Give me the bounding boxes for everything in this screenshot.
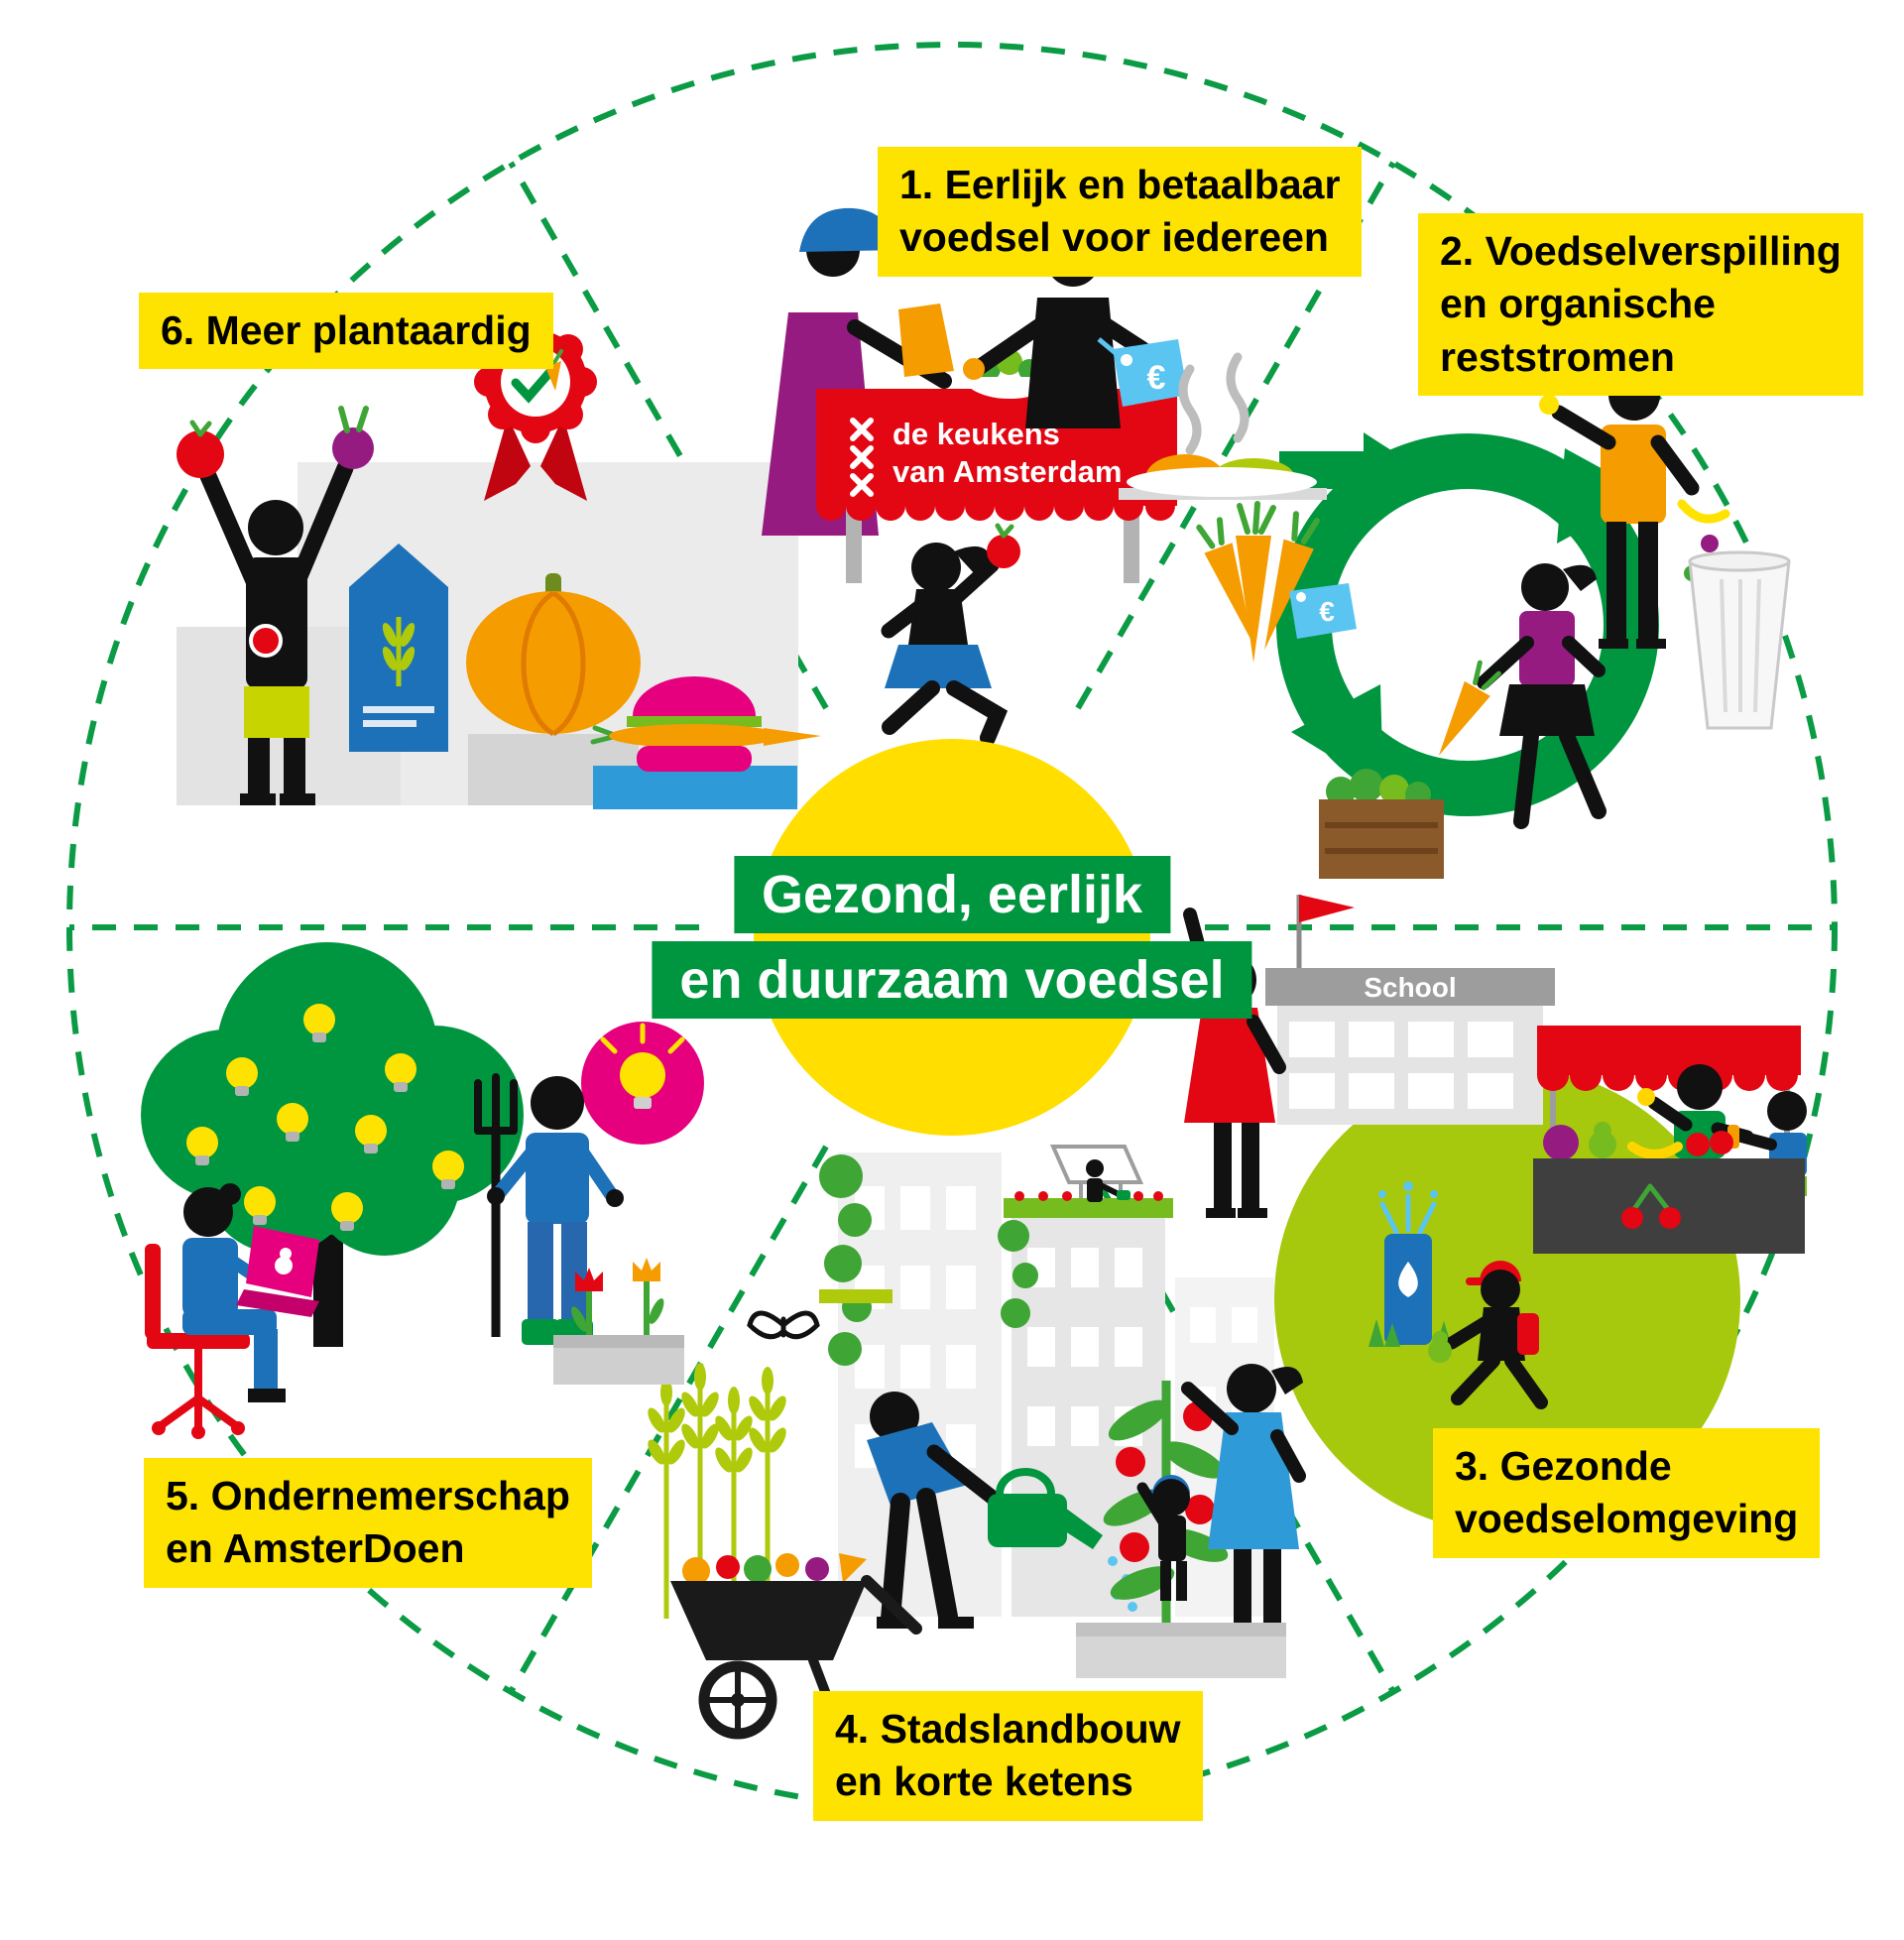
- center-title: Gezond, eerlijk en duurzaam voedsel: [652, 856, 1252, 1019]
- gardener: [867, 1392, 1137, 1629]
- leftover-plate: [1119, 352, 1327, 500]
- theme-label-6: 6. Meer plantaardig: [139, 293, 553, 370]
- compost-crate: [1319, 769, 1444, 879]
- euro-label-market: €: [1147, 359, 1166, 397]
- center-badge: Gezond, eerlijk en duurzaam voedsel: [652, 739, 1252, 1136]
- market-stall: [1533, 1026, 1807, 1254]
- beet: [332, 427, 374, 469]
- price-tag-waste: €: [1289, 583, 1357, 639]
- burger-on-podium: [590, 676, 821, 809]
- scene-food-environment: School: [1183, 895, 1807, 1532]
- theme-label-4: 4. Stadslandbouw en korte ketens: [813, 1691, 1203, 1821]
- idea-tree: [141, 942, 524, 1347]
- tomato: [177, 430, 224, 478]
- orange-bag: [898, 303, 954, 377]
- child-figure: [1136, 1475, 1190, 1601]
- water-fountain: [1368, 1181, 1452, 1347]
- center-title-line2: en duurzaam voedsel: [652, 941, 1252, 1019]
- tomato: [987, 535, 1020, 568]
- wheat-stalks: [648, 1363, 786, 1619]
- inflow-arrow: [1364, 432, 1422, 508]
- running-boy: [1428, 1261, 1548, 1409]
- rooftop-garden: [1004, 1145, 1173, 1218]
- blue-step: [593, 766, 797, 809]
- price-tag-market: €: [1097, 337, 1188, 407]
- center-yellow-circle: [754, 739, 1150, 1136]
- scene-entrepreneurship: [141, 942, 704, 1439]
- office-chair: [145, 1244, 250, 1439]
- water-drop-icon: [1398, 1262, 1418, 1297]
- scene-urban-farming: [648, 1145, 1306, 1740]
- center-title-line1: Gezond, eerlijk: [733, 856, 1171, 933]
- school-sign: School: [1364, 972, 1456, 1003]
- scene-fair-food: de keukens van Amsterdam €: [762, 207, 1188, 746]
- school-building: School: [1265, 895, 1555, 1125]
- chest-badge: [249, 624, 283, 658]
- light-bulb-icon: [186, 1004, 464, 1231]
- school-flag: [1299, 895, 1355, 922]
- lime-shorts: [244, 686, 309, 738]
- grain-package: [349, 544, 448, 752]
- orange-tulip: [633, 1258, 660, 1281]
- scene-food-waste: €: [1119, 352, 1791, 879]
- red-tulip: [575, 1268, 603, 1291]
- bulb-icon: [620, 1052, 665, 1098]
- woman-with-laptop: [145, 1183, 319, 1439]
- theme-label-5: 5. Ondernemerschap en AmsterDoen: [144, 1458, 592, 1588]
- wheelbarrow: [670, 1553, 922, 1740]
- pink-laptop: [236, 1226, 319, 1317]
- euro-label-waste: €: [1319, 596, 1335, 627]
- farmer-with-pitchfork: [474, 1073, 624, 1345]
- watering-can: [988, 1468, 1137, 1612]
- person-discarding: [1539, 369, 1730, 649]
- blue-skirt: [885, 645, 992, 688]
- theme-label-1: 1. Eerlijk en betaalbaar voedsel voor ie…: [878, 147, 1363, 277]
- idea-circle: [581, 1022, 704, 1145]
- carrot-bunch: [1196, 501, 1320, 663]
- tomato-plant-family: [1076, 1364, 1306, 1678]
- mother-figure: [1181, 1364, 1306, 1633]
- facade-vines: [819, 1154, 1038, 1366]
- harvesting-girl: [1438, 563, 1606, 829]
- trash-bin: [1688, 550, 1791, 730]
- tulip-planter: [553, 1258, 684, 1385]
- theme-label-3: 3. Gezonde voedselomgeving: [1433, 1428, 1821, 1558]
- keukens-banner-line2: van Amsterdam: [892, 454, 1122, 489]
- scene-plant-based: [177, 320, 821, 809]
- cherries-icon: [1621, 1183, 1681, 1229]
- recycle-arrowhead-bottom: [1291, 684, 1383, 788]
- running-girl: [881, 523, 1020, 746]
- amsterdam-xxx-icon: [850, 418, 874, 497]
- red-backpack: [1517, 1313, 1539, 1355]
- check-icon: [511, 362, 559, 404]
- celebrating-person: [177, 406, 374, 805]
- theme-label-2: 2. Voedselverspilling en organische rest…: [1418, 213, 1863, 396]
- banana-peel: [1677, 499, 1730, 524]
- pear-logo-icon: [275, 1257, 293, 1274]
- stall-produce: [1543, 1122, 1733, 1160]
- butterfly-icon: [747, 1310, 820, 1340]
- market-table: de keukens van Amsterdam: [816, 389, 1177, 583]
